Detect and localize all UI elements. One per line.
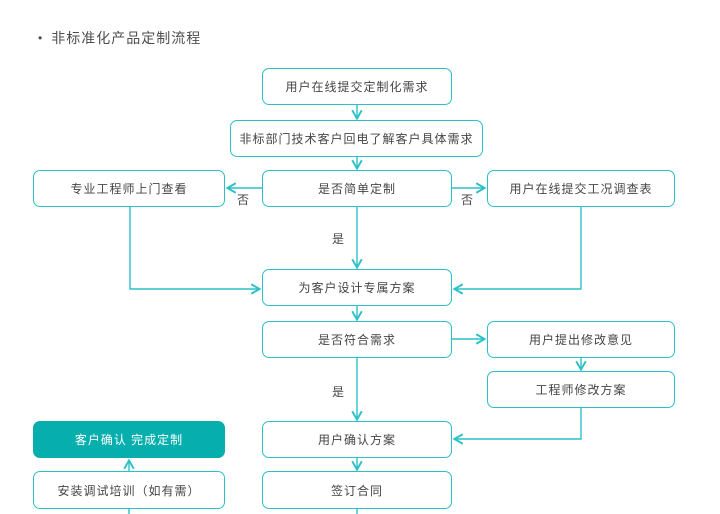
flow-node-callback: 非标部门技术客户回电了解客户具体需求 bbox=[230, 120, 483, 157]
flow-node-sign-contract: 签订合同 bbox=[262, 471, 452, 509]
flow-edge-revise-plan-to-confirm-plan bbox=[452, 408, 582, 445]
flow-node-engineer-visit: 专业工程师上门查看 bbox=[33, 170, 225, 207]
flow-node-submit-demand: 用户在线提交定制化需求 bbox=[262, 68, 452, 105]
flow-node-meets-needs: 是否符合需求 bbox=[262, 321, 452, 358]
flow-node-revise-plan: 工程师修改方案 bbox=[487, 371, 675, 408]
flow-node-feedback: 用户提出修改意见 bbox=[487, 321, 675, 358]
flow-edge-label: 是 bbox=[332, 385, 345, 399]
flow-edge-label: 否 bbox=[237, 193, 250, 207]
flow-node-install-training: 安装调试培训（如有需） bbox=[33, 471, 225, 509]
flow-edge-label: 否 bbox=[461, 193, 474, 207]
flow-edge-survey-form-to-design-plan bbox=[452, 207, 582, 295]
flow-node-confirm-plan: 用户确认方案 bbox=[262, 421, 452, 458]
flow-node-survey-form: 用户在线提交工况调查表 bbox=[487, 170, 675, 207]
flow-edge-label: 是 bbox=[332, 232, 345, 246]
flow-node-simple-custom: 是否简单定制 bbox=[262, 170, 452, 207]
page-title: • 非标准化产品定制流程 bbox=[38, 28, 201, 48]
title-bullet-icon: • bbox=[38, 31, 44, 45]
page-title-text: 非标准化产品定制流程 bbox=[51, 30, 202, 46]
flow-edge-engineer-visit-to-design-plan bbox=[129, 207, 262, 295]
flow-node-design-plan: 为客户设计专属方案 bbox=[262, 269, 452, 306]
flow-node-complete: 客户确认 完成定制 bbox=[33, 421, 225, 458]
